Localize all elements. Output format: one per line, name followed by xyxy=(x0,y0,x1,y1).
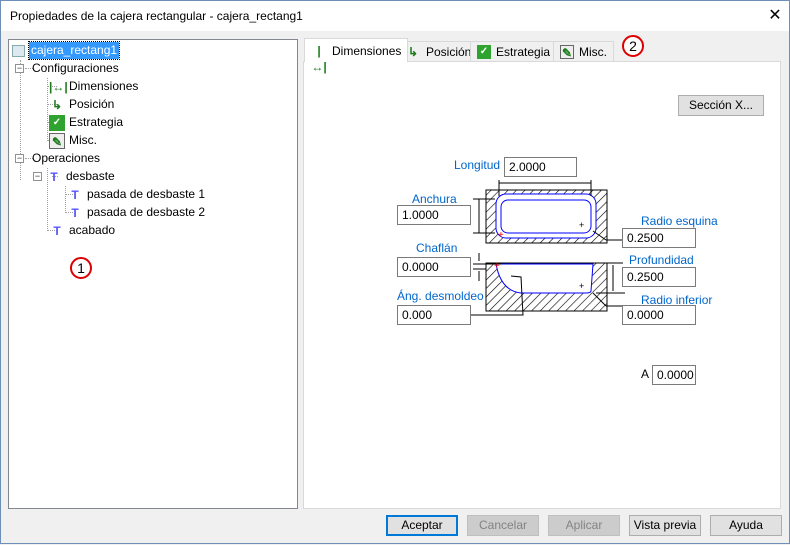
collapse-icon[interactable]: − xyxy=(15,153,24,163)
notepad-icon: ✎ xyxy=(49,132,65,149)
tree-view[interactable]: cajera_rectang1 − Configuraciones |↔| Di… xyxy=(8,39,298,509)
tree-item-dimensiones[interactable]: |↔| Dimensiones xyxy=(49,79,139,94)
a-label: A xyxy=(641,367,650,381)
window-title: Propiedades de la cajera rectangular - c… xyxy=(10,9,303,23)
preview-button[interactable]: Vista previa xyxy=(629,515,701,536)
tool-icon: T xyxy=(50,169,58,184)
tree-item-configuraciones[interactable]: − Configuraciones xyxy=(15,61,119,75)
strategy-icon: ✓ xyxy=(477,45,491,59)
tree-item-pass-2[interactable]: T pasada de desbaste 2 xyxy=(67,204,205,221)
position-icon: ↳ xyxy=(51,97,63,112)
dimensions-panel xyxy=(303,61,781,509)
radio-inferior-label: Radio inferior xyxy=(641,293,713,307)
tree-item-desbaste[interactable]: − T desbaste xyxy=(33,169,115,184)
section-x-button[interactable]: Sección X... xyxy=(678,95,764,116)
tool-icon: T xyxy=(53,223,61,238)
tree-item-root[interactable]: cajera_rectang1 xyxy=(12,41,121,60)
pocket-icon xyxy=(12,44,25,57)
title-bar: Propiedades de la cajera rectangular - c… xyxy=(1,1,789,31)
profundidad-input[interactable]: 0.2500 xyxy=(622,267,696,287)
radio-esquina-label: Radio esquina xyxy=(641,214,718,228)
strategy-icon: ✓ xyxy=(49,114,65,131)
radio-inferior-input[interactable]: 0.0000 xyxy=(622,305,696,325)
cancel-button[interactable]: Cancelar xyxy=(467,515,539,536)
anchura-input[interactable]: 1.0000 xyxy=(397,205,471,225)
position-icon: ↳ xyxy=(407,45,419,59)
tool-icon: T xyxy=(71,187,79,202)
collapse-icon[interactable]: − xyxy=(15,63,24,73)
tree-item-posicion[interactable]: ↳ Posición xyxy=(49,96,114,113)
a-input[interactable]: 0.0000 xyxy=(652,365,696,385)
tool-icon: T xyxy=(71,205,79,220)
tree-item-acabado[interactable]: T acabado xyxy=(49,222,115,239)
chaflan-input[interactable]: 0.0000 xyxy=(397,257,471,277)
collapse-icon[interactable]: − xyxy=(33,171,42,181)
tree-item-pass-1[interactable]: T pasada de desbaste 1 xyxy=(67,186,205,203)
dimensions-icon: |↔| xyxy=(49,79,68,94)
tree-item-misc[interactable]: ✎ Misc. xyxy=(49,132,97,149)
tab-misc[interactable]: ✎Misc. xyxy=(553,41,614,62)
callout-1: 1 xyxy=(70,257,92,279)
tab-posicion[interactable]: ↳Posición xyxy=(398,41,479,62)
tab-estrategia[interactable]: ✓Estrategia xyxy=(470,41,558,62)
notepad-icon: ✎ xyxy=(560,45,574,60)
chaflan-label: Chaflán xyxy=(416,241,458,255)
tab-dimensiones[interactable]: |↔|Dimensiones xyxy=(304,38,409,74)
profundidad-label: Profundidad xyxy=(629,253,694,267)
help-button[interactable]: Ayuda xyxy=(710,515,782,536)
tree-item-operaciones[interactable]: − Operaciones xyxy=(15,151,101,165)
ang-desmoldeo-input[interactable]: 0.000 xyxy=(397,305,471,325)
anchura-label: Anchura xyxy=(412,192,457,206)
radio-esquina-input[interactable]: 0.2500 xyxy=(622,228,696,248)
apply-button[interactable]: Aplicar xyxy=(548,515,620,536)
accept-button[interactable]: Aceptar xyxy=(386,515,458,536)
longitud-input[interactable]: 2.0000 xyxy=(504,157,577,177)
ang-desmoldeo-label: Áng. desmoldeo xyxy=(397,289,484,303)
callout-2: 2 xyxy=(622,35,644,57)
longitud-label: Longitud xyxy=(454,158,501,172)
tree-item-estrategia[interactable]: ✓ Estrategia xyxy=(49,114,123,131)
close-button[interactable]: ✕ xyxy=(768,7,782,24)
dimensions-icon: |↔| xyxy=(311,43,327,74)
